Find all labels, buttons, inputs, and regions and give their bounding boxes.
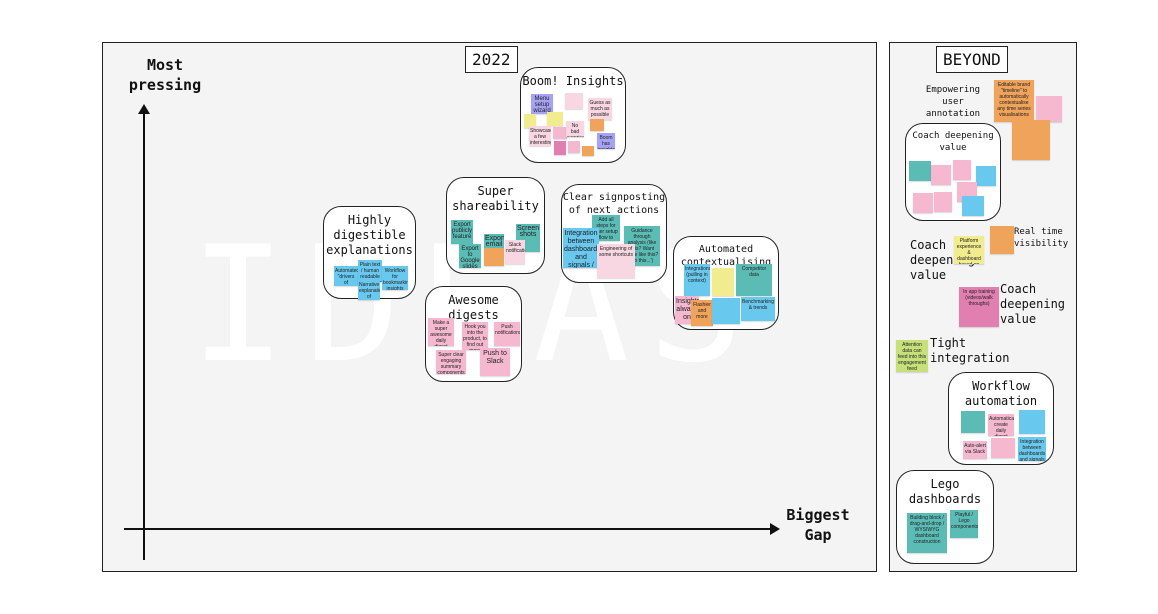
sticky-note[interactable] [524, 114, 536, 128]
sticky-note[interactable] [976, 166, 996, 186]
sticky-note[interactable]: Export to Google slides [459, 244, 481, 268]
cluster-title: Workflow automation [964, 379, 1038, 408]
coach-deepening-label-2: Coach deepening value [1000, 282, 1066, 326]
sticky-note[interactable]: Attention data can feed into this engage… [896, 340, 928, 372]
sticky-note[interactable]: Push to Slack [480, 348, 510, 376]
sticky-note[interactable]: Integrations (pulling in context) [684, 264, 710, 296]
sticky-note[interactable]: Make a super awesome daily digest [428, 318, 454, 346]
x-axis-arrow-icon [770, 523, 780, 535]
sticky-note[interactable]: Engineering of some shortcuts [597, 244, 635, 278]
cluster-title: Super shareability [452, 184, 539, 213]
sticky-note[interactable]: Automated "drivers of conversion" analys… [334, 266, 358, 286]
sticky-note[interactable]: Showcase a few interesting insights [529, 126, 551, 146]
sticky-note[interactable] [590, 119, 604, 131]
sticky-note[interactable] [553, 127, 567, 139]
sticky-note[interactable]: Competitor data [736, 264, 772, 296]
sticky-note[interactable]: Plain text / human readable explanation [358, 260, 382, 282]
sticky-note[interactable] [554, 141, 566, 155]
x-axis-label: Biggest Gap [786, 506, 850, 544]
year-tag: 2022 [465, 46, 518, 73]
sticky-note[interactable] [934, 192, 952, 212]
cluster-title: Coach deepening value [912, 131, 994, 153]
sticky-note[interactable]: Hook you into the product, to find out m… [462, 322, 488, 350]
x-axis-line [124, 528, 772, 530]
sticky-note[interactable]: Super clear engaging summary components [436, 350, 466, 374]
sticky-note[interactable] [568, 141, 580, 153]
sticky-note[interactable]: Integration between dashboards and signa… [563, 228, 599, 268]
sticky-note[interactable]: Automatically create daily digest [988, 414, 1014, 436]
sticky-note[interactable]: Narrative explanation of performance [358, 280, 380, 300]
sticky-note[interactable]: Editable brand "timeline" to automatical… [994, 80, 1034, 122]
empowering-annotation-label: Empowering user annotation [925, 85, 981, 119]
sticky-note[interactable]: Playful / Lego components [950, 510, 978, 538]
sticky-note[interactable]: Slack notifications [505, 240, 525, 264]
sticky-note[interactable] [547, 112, 563, 126]
beyond-tag: BEYOND [936, 46, 1008, 73]
tight-integration-label: Tight integration [930, 336, 1010, 365]
sticky-note[interactable]: Benchmarking & trends [741, 297, 775, 321]
sticky-note[interactable]: Integration between dashboards and signa… [1018, 437, 1046, 461]
sticky-note[interactable] [931, 165, 951, 185]
sticky-note[interactable] [1036, 96, 1062, 122]
sticky-note[interactable] [1012, 120, 1050, 160]
sticky-note[interactable] [582, 146, 594, 156]
cluster-title: Lego dashboards [908, 477, 982, 506]
sticky-note[interactable] [484, 248, 504, 266]
sticky-note[interactable]: No bad surprises [566, 121, 584, 137]
sticky-note[interactable]: Flashier and more [691, 300, 713, 326]
sticky-note[interactable]: Menu setup wizard [531, 94, 553, 114]
cluster-title: Awesome digests [448, 293, 499, 322]
y-axis-label: Most pressing [128, 56, 202, 94]
sticky-note[interactable]: Push notifications [494, 322, 520, 346]
sticky-note[interactable] [712, 298, 740, 324]
sticky-note[interactable]: Auto-alert via Slack [963, 441, 987, 459]
sticky-note[interactable] [953, 160, 971, 180]
sticky-note[interactable]: Guess as much as possible [588, 98, 612, 120]
sticky-note[interactable]: Workflow for bookmarking insights [382, 266, 408, 290]
sticky-note[interactable] [961, 411, 985, 433]
cluster-title: Boom! Insights [522, 74, 624, 88]
sticky-note[interactable]: Boom has insights [597, 133, 615, 149]
sticky-note[interactable] [909, 161, 931, 181]
sticky-note[interactable] [712, 268, 734, 296]
y-axis-line [143, 110, 145, 560]
y-axis-arrow-icon [138, 104, 150, 114]
cluster-title: Automated contextualising [680, 244, 772, 268]
cluster-title: Highly digestible explanations [326, 213, 413, 257]
real-time-visibility-label: Real time visibility [1014, 227, 1069, 249]
cluster-title: Clear signposting of next actions [562, 192, 666, 216]
sticky-note[interactable]: In app training (videos/walk throughs) [959, 287, 999, 327]
sticky-note[interactable] [1019, 410, 1045, 434]
sticky-note[interactable] [913, 193, 933, 213]
sticky-note[interactable] [565, 93, 583, 109]
coach-deepening-label-1: Coach deepening value [910, 238, 976, 282]
sticky-note[interactable] [990, 226, 1014, 254]
sticky-note[interactable] [962, 196, 984, 216]
sticky-note[interactable]: Export publicly feature [451, 220, 473, 244]
sticky-note[interactable]: Platform experience & dashboard based on… [954, 236, 984, 264]
sticky-note[interactable] [991, 438, 1015, 458]
sticky-note[interactable]: Building block / drag-and-drop / WYSIWYG… [907, 513, 947, 553]
